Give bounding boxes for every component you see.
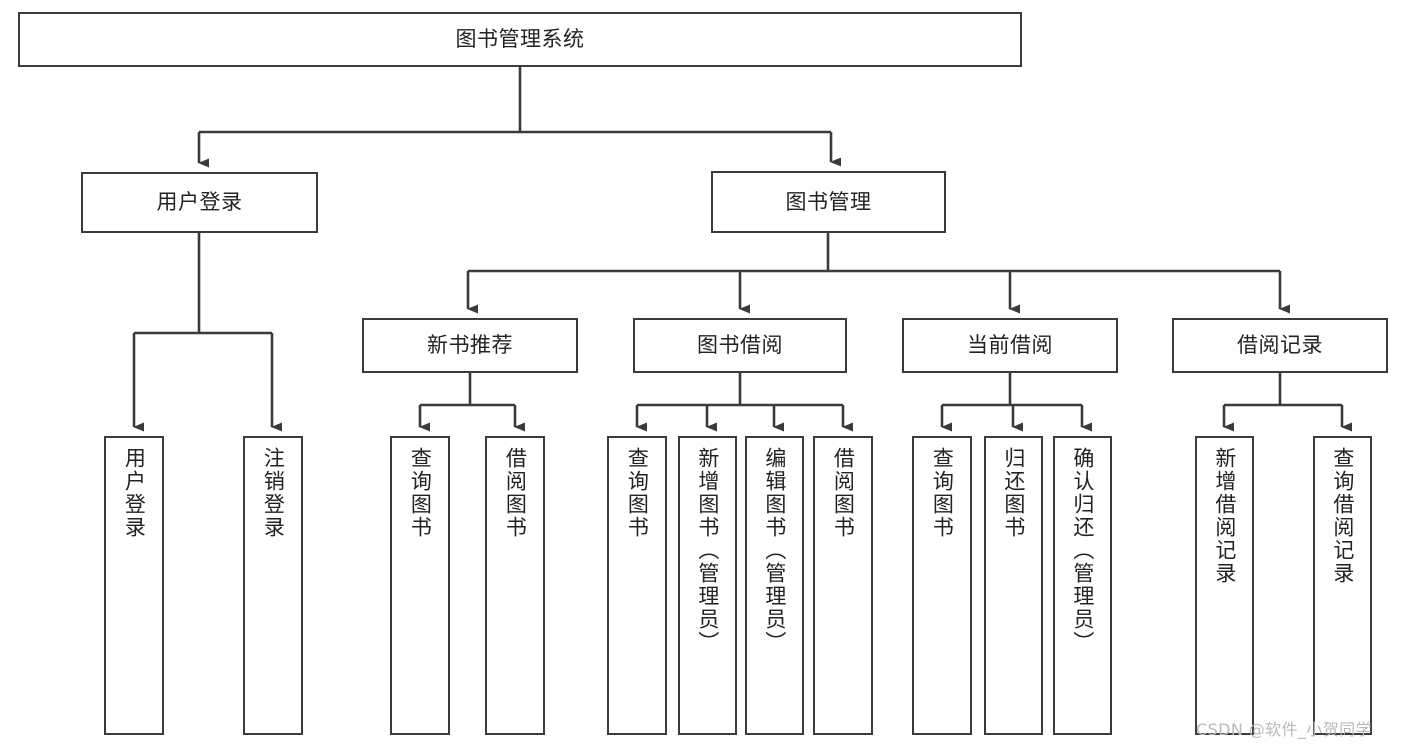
node-book-borrow-label: 图书借阅 bbox=[697, 333, 783, 358]
node-new-book-recommend-label: 新书推荐 bbox=[427, 333, 513, 358]
node-leaf-user-login-label: 用户登录 bbox=[122, 447, 147, 539]
node-borrow-record[interactable]: 借阅记录 bbox=[1172, 318, 1388, 373]
node-leaf-query-borrow-record[interactable]: 查询借阅记录 bbox=[1313, 436, 1372, 735]
node-leaf-borrow-book-new-label: 借阅图书 bbox=[503, 447, 528, 539]
node-leaf-query-book-current[interactable]: 查询图书 bbox=[912, 436, 972, 735]
node-root-label: 图书管理系统 bbox=[455, 27, 585, 52]
node-leaf-edit-book-admin-label: 编辑图书（管理员） bbox=[762, 447, 787, 654]
node-leaf-query-book-borrow-label: 查询图书 bbox=[625, 447, 650, 539]
node-book-management-label: 图书管理 bbox=[785, 189, 872, 214]
node-new-book-recommend[interactable]: 新书推荐 bbox=[362, 318, 578, 373]
node-leaf-query-book-current-label: 查询图书 bbox=[930, 447, 955, 539]
node-leaf-query-book-borrow[interactable]: 查询图书 bbox=[607, 436, 667, 735]
node-leaf-return-book-label: 归还图书 bbox=[1001, 447, 1026, 539]
node-leaf-query-borrow-record-label: 查询借阅记录 bbox=[1330, 447, 1355, 585]
node-current-borrow-label: 当前借阅 bbox=[967, 333, 1053, 358]
node-leaf-user-login[interactable]: 用户登录 bbox=[104, 436, 164, 735]
node-leaf-query-book-new[interactable]: 查询图书 bbox=[390, 436, 450, 735]
node-current-borrow[interactable]: 当前借阅 bbox=[902, 318, 1118, 373]
node-leaf-add-borrow-record-label: 新增借阅记录 bbox=[1212, 447, 1237, 585]
node-leaf-add-borrow-record[interactable]: 新增借阅记录 bbox=[1195, 436, 1254, 735]
node-leaf-return-book[interactable]: 归还图书 bbox=[984, 436, 1043, 735]
node-leaf-logout-label: 注销登录 bbox=[261, 447, 286, 539]
node-leaf-logout[interactable]: 注销登录 bbox=[243, 436, 303, 735]
node-leaf-edit-book-admin[interactable]: 编辑图书（管理员） bbox=[745, 436, 804, 735]
node-leaf-confirm-return-admin[interactable]: 确认归还（管理员） bbox=[1053, 436, 1112, 735]
node-leaf-add-book-admin[interactable]: 新增图书（管理员） bbox=[678, 436, 737, 735]
node-user-login-label: 用户登录 bbox=[156, 190, 243, 215]
csdn-watermark: CSDN @软件_小贺同学 bbox=[1196, 720, 1372, 739]
node-leaf-borrow-book[interactable]: 借阅图书 bbox=[813, 436, 873, 735]
node-root-system[interactable]: 图书管理系统 bbox=[18, 12, 1022, 67]
node-leaf-borrow-book-label: 借阅图书 bbox=[831, 447, 856, 539]
node-leaf-add-book-admin-label: 新增图书（管理员） bbox=[695, 447, 720, 654]
node-leaf-borrow-book-new[interactable]: 借阅图书 bbox=[485, 436, 545, 735]
node-book-management[interactable]: 图书管理 bbox=[711, 171, 946, 233]
node-leaf-query-book-new-label: 查询图书 bbox=[408, 447, 433, 539]
node-borrow-record-label: 借阅记录 bbox=[1237, 333, 1323, 358]
node-book-borrow[interactable]: 图书借阅 bbox=[633, 318, 847, 373]
node-leaf-confirm-return-admin-label: 确认归还（管理员） bbox=[1070, 447, 1095, 654]
node-user-login[interactable]: 用户登录 bbox=[81, 172, 318, 233]
